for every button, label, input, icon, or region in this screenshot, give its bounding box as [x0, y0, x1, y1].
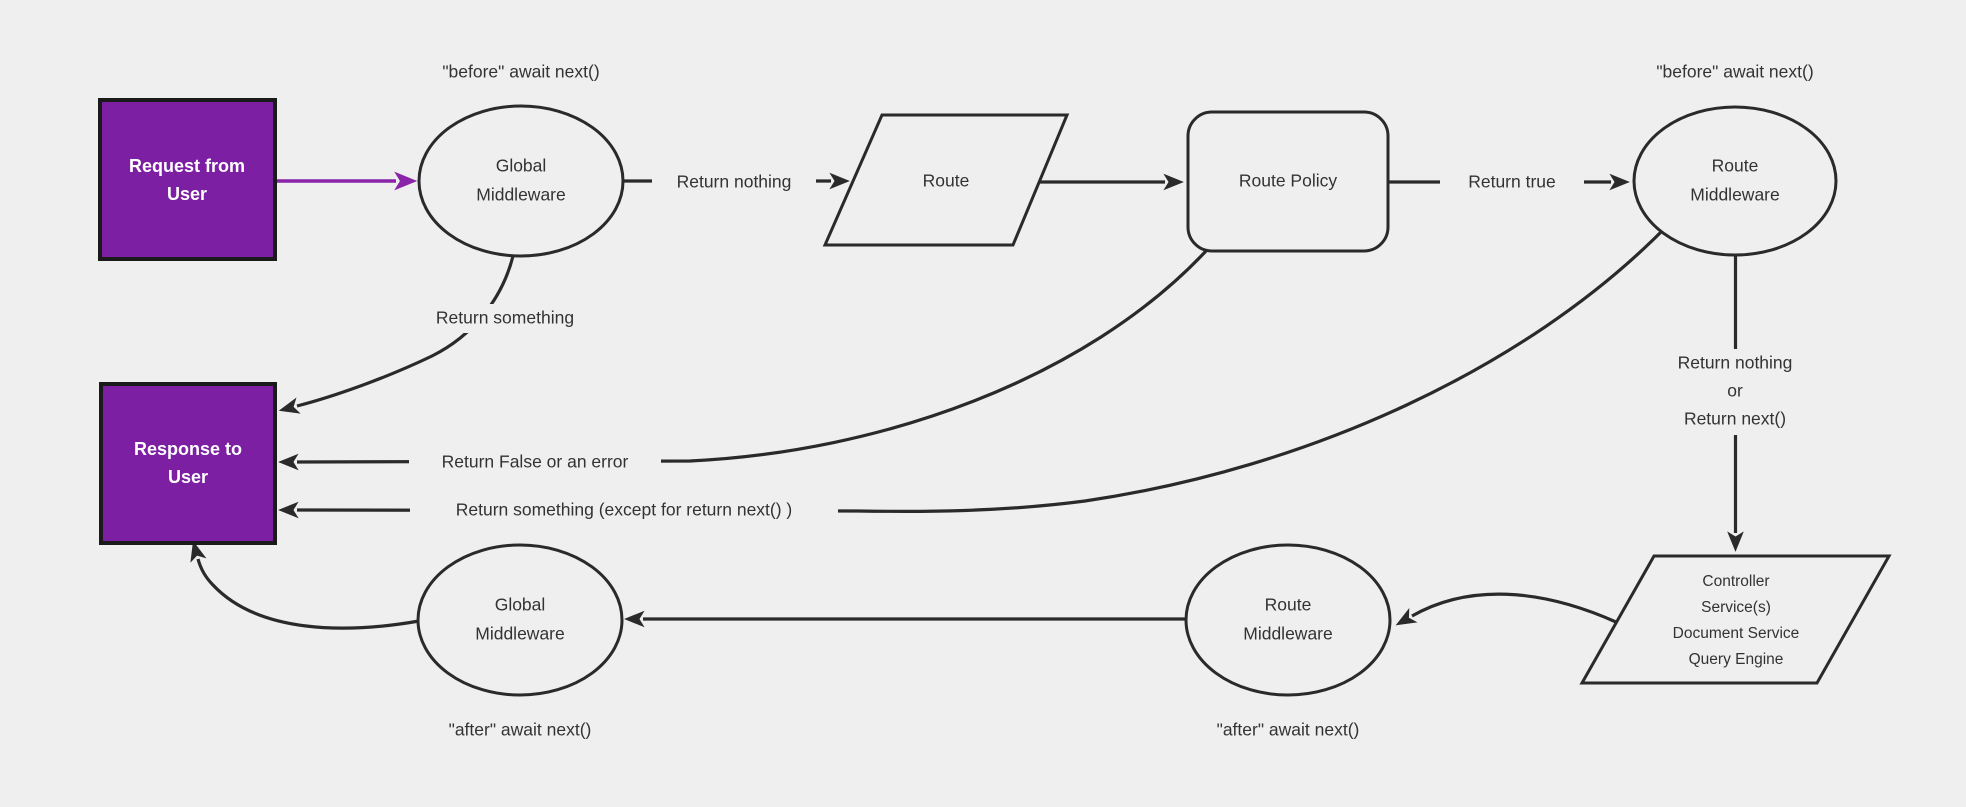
edge-label-backgrounds: [409, 167, 1821, 526]
node-route-policy: Route Policy: [1186, 110, 1390, 253]
route-policy-box: [1186, 110, 1390, 253]
request-from-user-line2: User: [167, 184, 207, 204]
request-from-user-box: [98, 98, 277, 261]
route-middleware-bottom-line1: Route: [1265, 595, 1312, 615]
annotations: "before" await next() "before" await nex…: [442, 62, 1813, 740]
request-from-user-line1: Request from: [129, 156, 245, 176]
route-middleware-bottom-line2: Middleware: [1243, 624, 1332, 644]
node-route: Route: [822, 113, 1070, 247]
global-middleware-top-line2: Middleware: [476, 185, 565, 205]
controller-line3: Document Service: [1673, 625, 1800, 642]
global-middleware-bottom-line1: Global: [495, 595, 546, 615]
response-to-user-line2: User: [168, 467, 208, 487]
annotation-after-await-next-right: "after" await next(): [1217, 720, 1360, 740]
route-middleware-top-ellipse: [1632, 105, 1838, 257]
global-middleware-bottom-line2: Middleware: [475, 624, 564, 644]
route-middleware-bottom-ellipse: [1184, 543, 1392, 697]
edge-route-policy-return-false: [278, 249, 1208, 471]
controller-parallelogram: [1579, 554, 1892, 685]
edge-route-middleware-return-something-except: [278, 230, 1663, 519]
node-response-to-user: Response to User: [99, 382, 277, 545]
node-controller-services: Controller Service(s) Document Service Q…: [1579, 554, 1892, 685]
edge-label-return-false-or-error: Return False or an error: [442, 452, 629, 472]
edge-global-middleware-bottom-to-response: [190, 540, 420, 630]
annotation-before-await-next-left: "before" await next(): [442, 62, 599, 82]
route-policy-label: Route Policy: [1239, 171, 1337, 191]
nodes: Request from User Global Middleware Rout…: [98, 98, 1892, 697]
route-middleware-top-line2: Middleware: [1690, 185, 1779, 205]
edge-label-return-nothing-or-line1: Return nothing: [1678, 353, 1793, 373]
edge-label-return-nothing-or-line2: or: [1727, 381, 1743, 401]
annotation-after-await-next-left: "after" await next(): [449, 720, 592, 740]
route-middleware-top-line1: Route: [1712, 156, 1759, 176]
edge-controller-to-route-middleware-bottom: [1395, 592, 1617, 626]
edges: [190, 171, 1744, 630]
controller-line2: Service(s): [1701, 599, 1771, 616]
label-bg-return-something: [416, 304, 594, 333]
node-global-middleware-bottom: Global Middleware: [416, 543, 624, 697]
response-to-user-box: [99, 382, 277, 545]
node-route-middleware-bottom: Route Middleware: [1184, 543, 1392, 697]
edge-labels: Return nothing Return true Return nothin…: [436, 172, 1792, 520]
node-route-middleware-top: Route Middleware: [1632, 105, 1838, 257]
annotation-before-await-next-right: "before" await next(): [1656, 62, 1813, 82]
label-bg-return-something-except: [410, 495, 838, 526]
label-bg-return-nothing: [652, 167, 816, 196]
edge-label-return-nothing-or-line3: Return next(): [1684, 409, 1786, 429]
response-to-user-line1: Response to: [134, 439, 242, 459]
route-label: Route: [923, 171, 970, 191]
node-global-middleware-top: Global Middleware: [417, 104, 625, 258]
controller-line4: Query Engine: [1689, 651, 1784, 668]
controller-line1: Controller: [1702, 573, 1769, 590]
global-middleware-top-line1: Global: [496, 156, 547, 176]
edge-global-middleware-return-something: [278, 255, 515, 414]
label-bg-return-false: [409, 447, 661, 478]
node-request-from-user: Request from User: [98, 98, 277, 261]
edge-label-return-true: Return true: [1468, 172, 1556, 192]
route-parallelogram: [822, 113, 1070, 247]
edge-label-return-nothing: Return nothing: [677, 172, 792, 192]
global-middleware-bottom-ellipse: [416, 543, 624, 697]
edge-label-return-something-except: Return something (except for return next…: [456, 500, 793, 520]
label-bg-return-nothing-or: [1650, 349, 1821, 435]
label-bg-return-true: [1440, 167, 1584, 196]
global-middleware-top-ellipse: [417, 104, 625, 258]
edge-label-return-something: Return something: [436, 308, 574, 328]
